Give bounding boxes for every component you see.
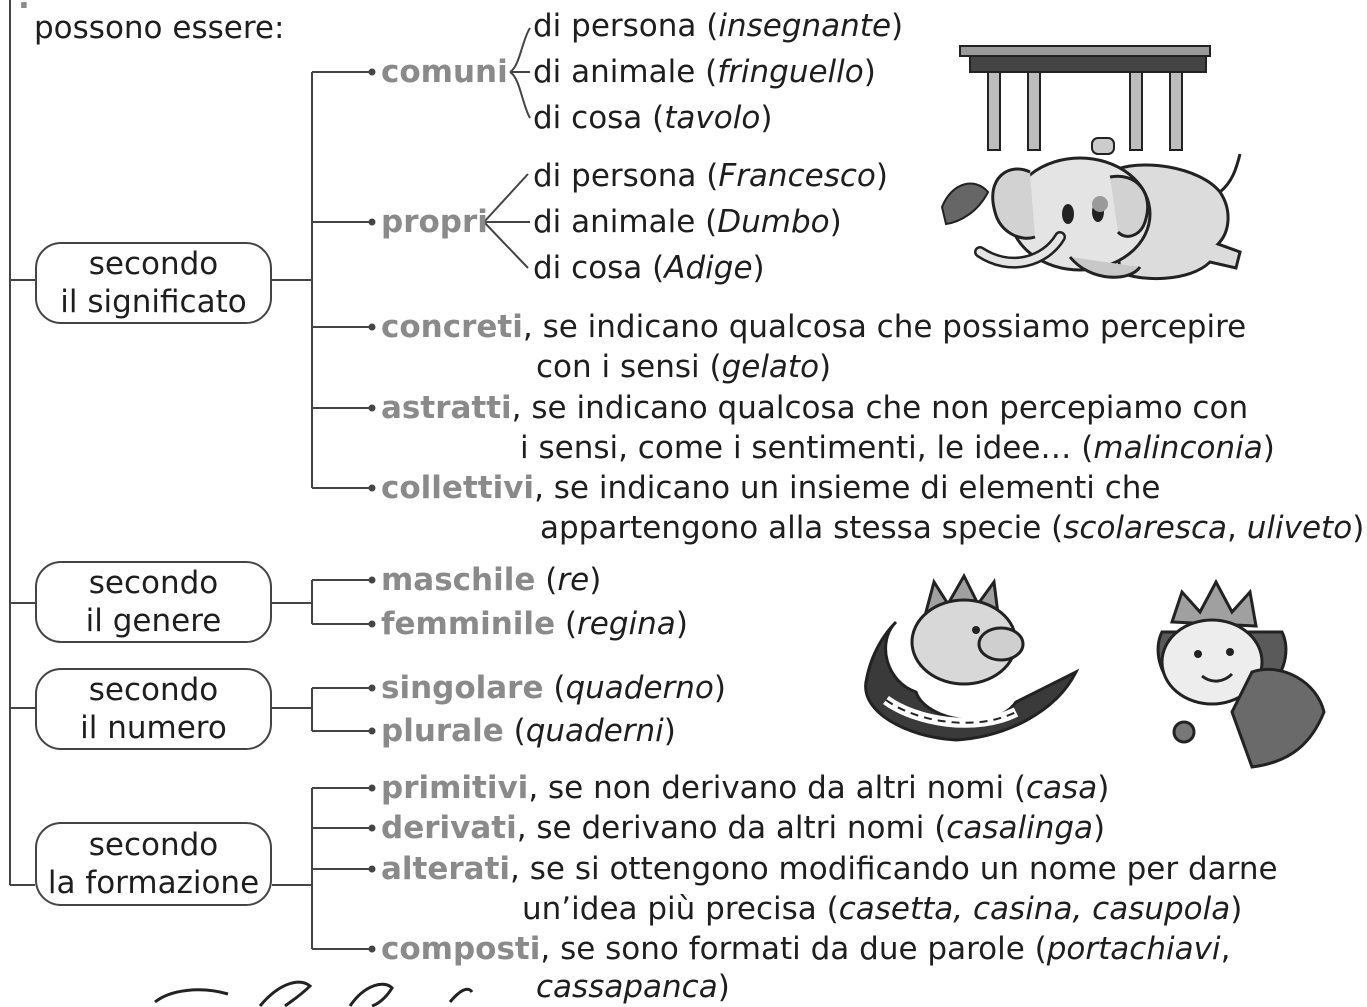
category-numero: secondo il numero	[35, 668, 272, 750]
numero-item: plurale (quaderni)	[381, 713, 676, 749]
category-line1: secondo	[88, 246, 219, 282]
table-icon	[959, 45, 1211, 151]
category-line2: la formazione	[47, 865, 260, 901]
category-line2: il significato	[60, 284, 247, 320]
signature-scribble	[154, 980, 474, 1007]
alterati-line1: alterati, se si ottengono modificando un…	[381, 851, 1278, 887]
collettivi-line2: appartengono alla stessa specie (scolare…	[540, 510, 1365, 546]
category-line2: il numero	[80, 710, 227, 746]
label-propri: propri	[381, 204, 488, 240]
intro-text: possono essere:	[34, 10, 285, 46]
astratti-line1: astratti, se indicano qualcosa che non p…	[381, 390, 1249, 426]
category-line1: secondo	[88, 827, 219, 863]
genere-item: femminile (regina)	[381, 606, 688, 642]
numero-item: singolare (quaderno)	[381, 670, 726, 706]
queen-icon	[1156, 578, 1326, 769]
king-icon	[864, 572, 1080, 742]
cropped-heading-fragment: .	[18, 0, 30, 16]
composti-line2: cassapanca)	[536, 969, 730, 1005]
genere-item: maschile (re)	[381, 562, 602, 598]
label-comuni: comuni	[381, 54, 508, 90]
astratti-line2: i sensi, come i sentimenti, le idee… (ma…	[520, 430, 1275, 466]
propri-item: di cosa (Adige)	[533, 250, 765, 286]
category-formazione: secondo la formazione	[35, 822, 272, 906]
propri-item: di animale (Dumbo)	[533, 204, 842, 240]
category-genere: secondo il genere	[35, 561, 272, 643]
category-line1: secondo	[88, 672, 219, 708]
concreti-line2: con i sensi (gelato)	[536, 349, 832, 385]
alterati-line2: un’idea più precisa (casetta, casina, ca…	[522, 891, 1243, 927]
comuni-item: di persona (insegnante)	[533, 8, 904, 44]
propri-item: di persona (Francesco)	[533, 158, 888, 194]
collettivi-line1: collettivi, se indicano un insieme di el…	[381, 470, 1161, 506]
concreti-line1: concreti, se indicano qualcosa che possi…	[381, 309, 1247, 345]
primitivi-line: primitivi, se non derivano da altri nomi…	[381, 770, 1110, 806]
comuni-item: di animale (fringuello)	[533, 54, 876, 90]
category-line2: il genere	[85, 603, 222, 639]
category-line1: secondo	[88, 565, 219, 601]
elephant-icon	[940, 137, 1242, 280]
composti-line1: composti, se sono formati da due parole …	[381, 931, 1231, 967]
category-significato: secondo il significato	[35, 242, 272, 324]
derivati-line: derivati, se derivano da altri nomi (cas…	[381, 810, 1106, 846]
comuni-item: di cosa (tavolo)	[533, 100, 773, 136]
